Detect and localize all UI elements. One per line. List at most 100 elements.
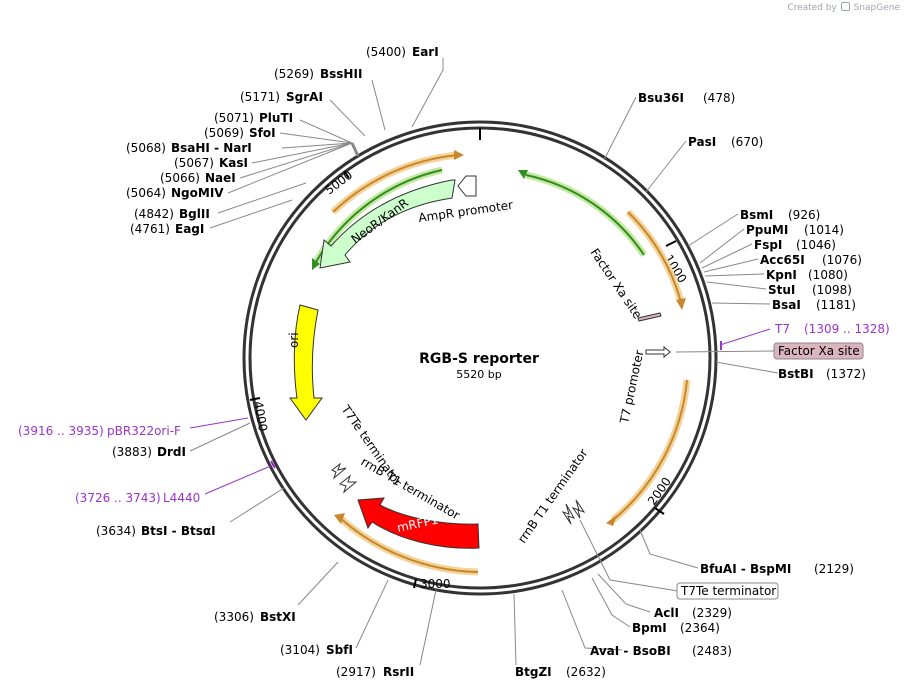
site-bfuai-name: BfuAI - BspMI xyxy=(700,562,791,576)
primer-pbr322-name: pBR322ori-F xyxy=(107,424,181,438)
snapgene-logo-icon xyxy=(840,2,850,11)
site-bsmi-name: BsmI xyxy=(740,208,773,222)
site-btsi-name: BtsI - BtsαI xyxy=(141,524,216,538)
site-naei-pos: (5066) xyxy=(160,171,200,185)
green-feature-arc-left-arrowhead xyxy=(312,258,320,270)
rrnb-terminator-right-marker xyxy=(561,503,576,525)
site-pluti-pos: (5071) xyxy=(214,111,254,125)
site-acc65i-name: Acc65I xyxy=(760,253,805,267)
factor-xa-inner-label: Factor Xa site xyxy=(588,246,645,321)
site-bsai-pos: (1181) xyxy=(816,298,856,312)
tick-label-4000: 4000 xyxy=(251,400,270,433)
site-bsahi-pos: (5068) xyxy=(126,141,166,155)
leader-pluti xyxy=(299,119,353,144)
t7te-terminator-left-marker xyxy=(331,462,347,480)
site-bsu36i-pos: (478) xyxy=(703,91,735,105)
site-sgrai-name: SgrAI xyxy=(286,90,323,104)
site-rsrii-pos: (2917) xyxy=(336,665,376,679)
leader-btgzi xyxy=(513,593,517,666)
site-kasi-name: KasI xyxy=(219,156,248,170)
site-drdi-pos: (3883) xyxy=(112,445,152,459)
site-avai-pos: (2483) xyxy=(692,644,732,658)
credit-brand: SnapGene xyxy=(853,3,900,13)
tick-3000 xyxy=(413,578,417,589)
site-btgzi-pos: (2632) xyxy=(566,665,606,679)
site-acli-pos: (2329) xyxy=(692,606,732,620)
site-eagi-name: EagI xyxy=(175,222,204,236)
site-bsu36i-name: Bsu36I xyxy=(638,91,684,105)
site-bglii-pos: (4842) xyxy=(134,207,174,221)
site-pasi-name: PasI xyxy=(688,135,716,149)
site-acc65i-pos: (1076) xyxy=(822,253,862,267)
leader-bglii xyxy=(217,182,307,214)
leader-bstxi xyxy=(297,561,339,606)
leader-acc65i xyxy=(703,258,759,273)
orf-arc-bottom-right-arrowhead xyxy=(606,515,617,526)
site-stui-pos: (1098) xyxy=(812,283,852,297)
site-bfuai-pos: (2129) xyxy=(814,562,854,576)
site-avai-name: AvaI - BsoBI xyxy=(590,644,671,658)
leader-naei xyxy=(239,142,353,179)
site-ngomiv-name: NgoMIV xyxy=(171,186,224,200)
leader-l4440-primer xyxy=(204,464,274,495)
leader-fspi xyxy=(701,243,753,269)
t7-promoter-label: T7 promoter xyxy=(617,349,646,426)
site-bsshii-pos: (5269) xyxy=(274,67,314,81)
site-bstxi-name: BstXI xyxy=(260,610,296,624)
leader-eari xyxy=(411,58,444,128)
ori-label: ori xyxy=(287,332,301,348)
site-btsi-pos: (3634) xyxy=(96,524,136,538)
leader-sfoi xyxy=(279,132,353,144)
leader-ppumi xyxy=(699,228,745,264)
ori-feature-arrow xyxy=(289,304,323,421)
tick-2000 xyxy=(654,507,665,515)
site-pluti-name: PluTI xyxy=(259,111,293,125)
leader-kpni xyxy=(704,273,765,277)
site-naei-name: NaeI xyxy=(205,171,236,185)
site-eagi-pos: (4761) xyxy=(130,222,170,236)
primer-l4440-name: L4440 xyxy=(163,491,200,505)
neo-kan-feature-arrow xyxy=(319,179,456,269)
leader-bfuai xyxy=(639,529,699,569)
site-bstbi-pos: (1372) xyxy=(826,367,866,381)
leader-rsrii xyxy=(419,589,437,666)
site-btgzi-name: BtgZI xyxy=(515,665,552,679)
orf-arc-right-arrowhead xyxy=(676,298,686,310)
factor-xa-box xyxy=(773,342,864,360)
t7te-terminator-right-marker xyxy=(571,499,586,519)
site-drdi-name: DrdI xyxy=(157,445,186,459)
leader-bsai xyxy=(711,302,771,305)
site-ppumi-pos: (1014) xyxy=(804,223,844,237)
mrfp1-feature-arrow xyxy=(357,497,480,549)
t7te-box xyxy=(676,582,779,600)
site-bpmi-pos: (2364) xyxy=(680,621,720,635)
site-fspi-pos: (1046) xyxy=(796,238,836,252)
t7te-box-label: T7Te terminator xyxy=(680,584,776,598)
green-feature-arc-arrowhead xyxy=(518,170,528,179)
site-bsshii-name: BssHII xyxy=(320,67,362,81)
site-bglii-name: BglII xyxy=(179,207,210,221)
site-sfoi-name: SfoI xyxy=(249,126,276,140)
backbone-outer-circle xyxy=(242,120,718,596)
site-pasi-pos: (670) xyxy=(731,135,763,149)
l4440-primer-mark xyxy=(270,460,276,469)
site-sgrai-pos: (5171) xyxy=(240,90,280,104)
leader-stui xyxy=(706,281,767,290)
site-kpni-name: KpnI xyxy=(766,268,797,282)
leader-ngomiv xyxy=(227,142,353,194)
factor-xa-box-label: Factor Xa site xyxy=(778,344,860,358)
leader-sbfi xyxy=(355,579,389,649)
leader-bsshii xyxy=(371,79,386,131)
site-sbfi-name: SbfI xyxy=(326,643,353,657)
leader-acli xyxy=(597,573,651,613)
orf-arc-bottom-arrowhead xyxy=(334,513,345,524)
site-bstbi-name: BstBI xyxy=(778,367,814,381)
orf-arc-top-left-arrowhead xyxy=(454,150,464,160)
leader-avai xyxy=(561,589,623,651)
leader-t7-primer xyxy=(719,328,771,346)
site-sbfi-pos: (3104) xyxy=(280,643,320,657)
site-eari-name: EarI xyxy=(412,45,439,59)
tick-5000 xyxy=(343,170,350,179)
factor-xa-inner-marker xyxy=(637,312,662,322)
primer-l4440-pos: (3726 .. 3743) xyxy=(75,491,161,505)
